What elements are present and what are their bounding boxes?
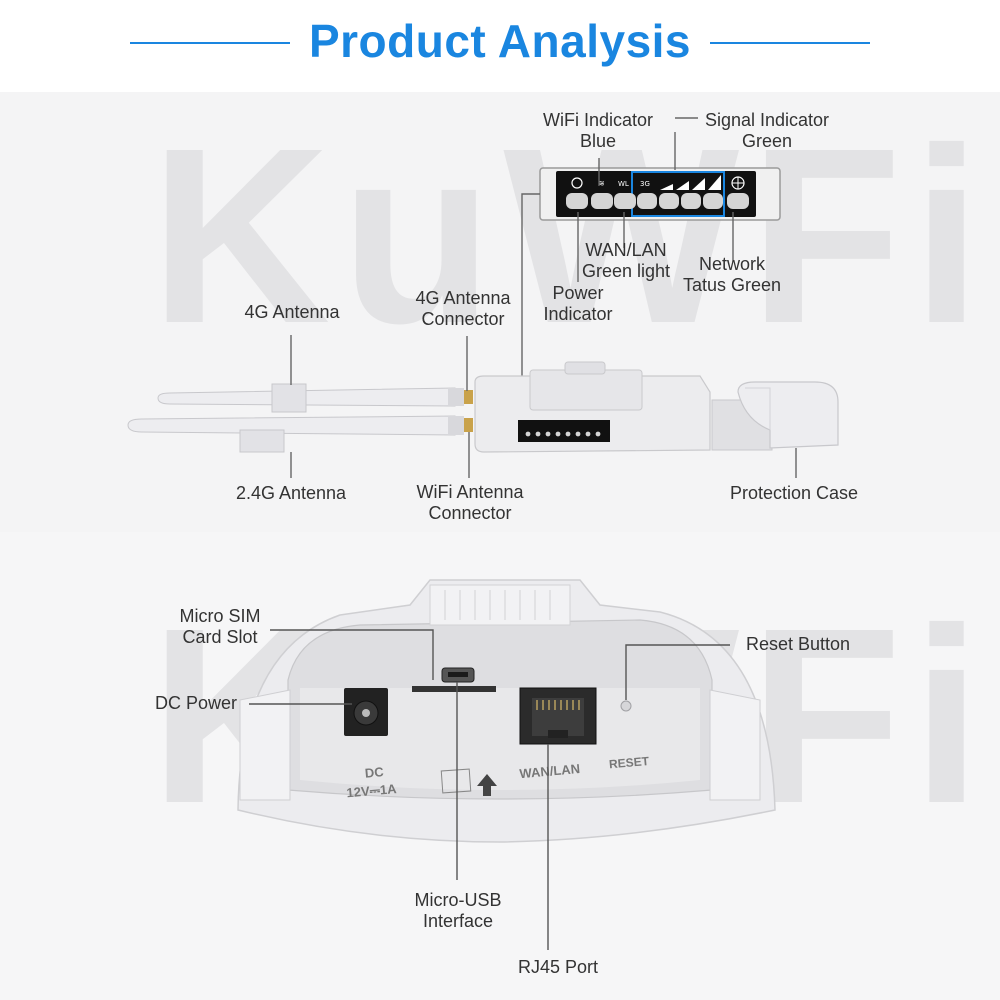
reset-button-hole bbox=[620, 700, 632, 712]
protection-case-label: Protection Case bbox=[729, 483, 859, 503]
reset-button-label: Reset Button bbox=[745, 634, 851, 654]
antenna-24g-label: 2.4G Antenna bbox=[235, 483, 347, 503]
led-panel: ≋ WL 3G bbox=[539, 167, 781, 221]
router-bottom bbox=[237, 579, 776, 843]
antenna-4g bbox=[157, 383, 464, 413]
protection-case bbox=[737, 381, 839, 449]
svg-text:WL: WL bbox=[618, 180, 629, 188]
antenna-24g bbox=[127, 415, 464, 453]
micro-sim-slot bbox=[412, 686, 496, 692]
printed-wan-lan: WAN/LAN bbox=[519, 761, 581, 781]
rj45-port bbox=[519, 687, 597, 745]
arrow-up-icon bbox=[477, 774, 497, 796]
title-rule-left bbox=[130, 42, 290, 44]
rj45-label: RJ45 Port bbox=[517, 957, 599, 977]
dc-power-jack bbox=[344, 688, 388, 736]
dc-power-label: DC Power bbox=[154, 693, 238, 713]
svg-text:3G: 3G bbox=[640, 180, 650, 188]
printed-voltage: 12V⎓1A bbox=[346, 781, 398, 800]
printed-reset: RESET bbox=[608, 754, 650, 771]
printed-dc: DC bbox=[364, 764, 385, 781]
page-title: Product Analysis bbox=[308, 15, 692, 67]
router-body bbox=[474, 361, 773, 453]
svg-text:≋: ≋ bbox=[598, 179, 605, 188]
watermark: KuWFi bbox=[150, 96, 992, 375]
micro-usb-port bbox=[441, 667, 475, 683]
antenna-connectors bbox=[464, 390, 473, 432]
antenna-4g-label: 4G Antenna bbox=[244, 302, 340, 322]
title-rule-right bbox=[710, 42, 870, 44]
top-panel: KuWFi bbox=[0, 92, 1000, 532]
